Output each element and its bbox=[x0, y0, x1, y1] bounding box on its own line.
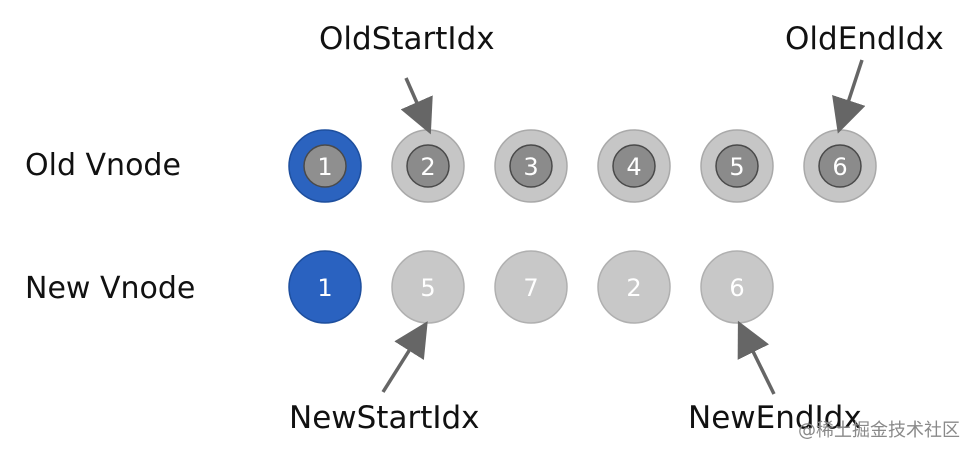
watermark: @稀土掘金技术社区 bbox=[798, 420, 960, 441]
new-vnode-circle bbox=[391, 250, 465, 324]
new-vnode-row: 1 5 7 2 6 bbox=[288, 250, 774, 324]
old-vnode-value: 4 bbox=[626, 153, 641, 181]
old-vnode-inner-circle bbox=[612, 144, 656, 188]
old-vnode-row: 1 2 3 4 5 6 bbox=[288, 129, 877, 203]
old-end-idx-label: OldEndIdx bbox=[785, 21, 944, 57]
new-vnode-value: 5 bbox=[420, 274, 435, 302]
new-end-arrow bbox=[737, 320, 776, 395]
old-end-arrow bbox=[832, 59, 866, 134]
new-vnode-node: 2 bbox=[597, 250, 671, 324]
old-vnode-inner-circle bbox=[303, 144, 347, 188]
old-vnode-inner-circle bbox=[818, 144, 862, 188]
old-vnode-node: 4 bbox=[597, 129, 671, 203]
old-start-idx-label: OldStartIdx bbox=[319, 21, 495, 57]
old-vnode-node: 2 bbox=[391, 129, 465, 203]
old-vnode-node: 1 bbox=[288, 129, 362, 203]
new-vnode-value: 7 bbox=[523, 274, 538, 302]
old-vnode-node: 6 bbox=[803, 129, 877, 203]
old-vnode-inner-circle bbox=[406, 144, 450, 188]
new-vnode-node: 7 bbox=[494, 250, 568, 324]
pointer-arrows bbox=[381, 59, 866, 395]
old-vnode-value: 6 bbox=[832, 153, 847, 181]
new-vnode-value: 1 bbox=[317, 274, 332, 302]
new-vnode-row-label: New Vnode bbox=[25, 271, 196, 306]
old-vnode-node: 3 bbox=[494, 129, 568, 203]
new-vnode-circle bbox=[494, 250, 568, 324]
new-vnode-node: 5 bbox=[391, 250, 465, 324]
old-vnode-row-label: Old Vnode bbox=[25, 148, 181, 183]
new-vnode-circle bbox=[700, 250, 774, 324]
new-start-arrow bbox=[381, 321, 428, 393]
old-vnode-node: 5 bbox=[700, 129, 774, 203]
old-vnode-inner-circle bbox=[715, 144, 759, 188]
new-vnode-node: 1 bbox=[288, 250, 362, 324]
new-end-idx-label: NewEndIdx bbox=[688, 400, 862, 436]
old-vnode-value: 2 bbox=[420, 153, 435, 181]
new-vnode-value: 6 bbox=[729, 274, 744, 302]
old-vnode-value: 5 bbox=[729, 153, 744, 181]
old-start-arrow bbox=[400, 77, 433, 135]
old-vnode-value: 1 bbox=[317, 153, 332, 181]
old-vnode-value: 3 bbox=[523, 153, 538, 181]
old-vnode-inner-circle bbox=[509, 144, 553, 188]
new-vnode-value: 2 bbox=[626, 274, 641, 302]
new-vnode-node: 6 bbox=[700, 250, 774, 324]
new-start-idx-label: NewStartIdx bbox=[289, 400, 480, 436]
new-vnode-circle bbox=[597, 250, 671, 324]
new-vnode-circle bbox=[288, 250, 362, 324]
